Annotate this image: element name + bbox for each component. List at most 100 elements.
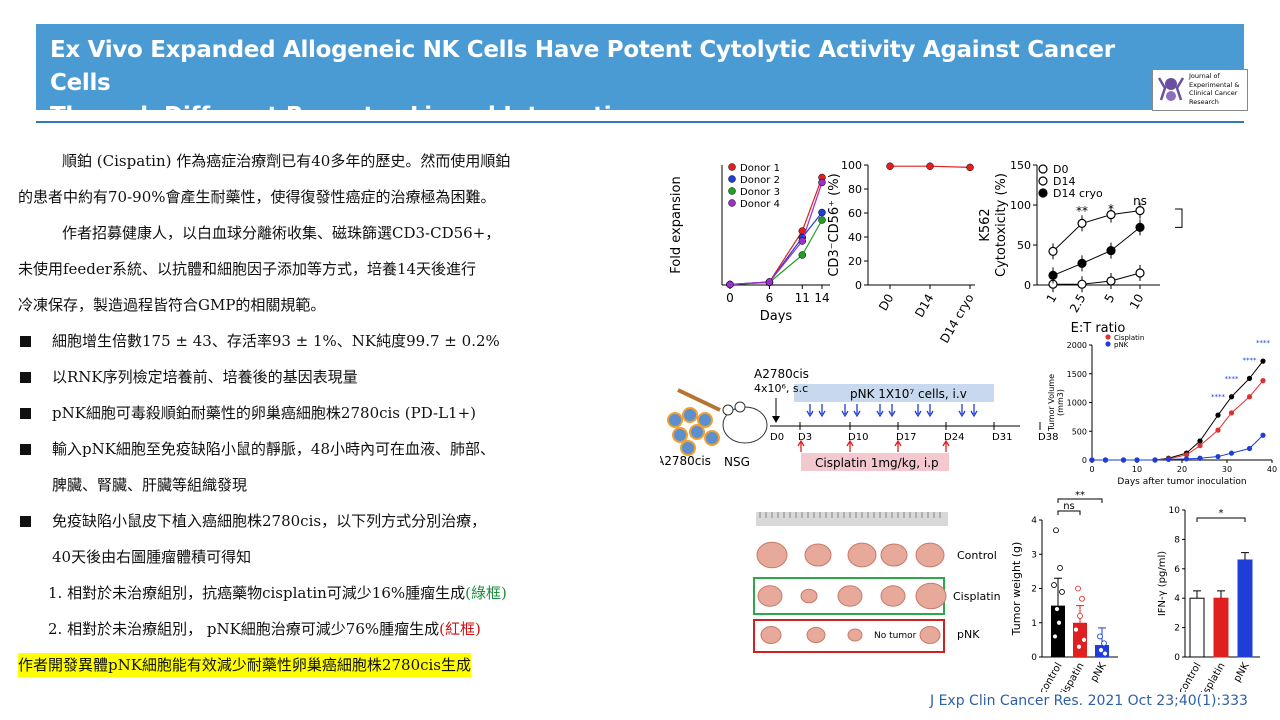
data-point bbox=[798, 237, 807, 245]
bullet-square-icon bbox=[20, 444, 31, 455]
legend-marker bbox=[728, 187, 736, 195]
injection-label: 4x10⁶, s.c bbox=[754, 382, 808, 395]
nk-arrow-head-icon bbox=[841, 410, 849, 418]
pnk-red-box bbox=[753, 619, 945, 653]
bullet-item: 以RNK序列檢定培養前、培養後的基因表現量 bbox=[18, 359, 648, 395]
tumor-sample-icon bbox=[756, 541, 788, 569]
data-point bbox=[1076, 643, 1082, 650]
tumor-sample-icon bbox=[800, 588, 818, 604]
y-axis-label: Tumor Volume bbox=[1047, 374, 1056, 432]
series-line bbox=[1092, 380, 1264, 461]
cisplatin-bar bbox=[801, 453, 949, 471]
data-point bbox=[1197, 455, 1203, 461]
tumor-sample-icon bbox=[757, 585, 783, 607]
data-point bbox=[1135, 206, 1145, 216]
tumor-sample-icon bbox=[915, 582, 947, 610]
cell-cluster-label: A2780cis bbox=[660, 454, 711, 468]
data-point bbox=[1260, 358, 1266, 364]
bullet-square-icon bbox=[20, 372, 31, 383]
para-line: 作者招募健康人，以白血球分離術收集、磁珠篩選CD3-CD56+， bbox=[62, 224, 501, 242]
x-tick-label: 6 bbox=[766, 291, 774, 305]
bullet-text: 脾臟、腎臟、肝臟等組織發現 bbox=[52, 476, 248, 494]
x-axis-label: Days bbox=[760, 309, 793, 324]
x-tick-label: 40 bbox=[1267, 465, 1277, 474]
mouse-ear-icon bbox=[734, 401, 746, 413]
mouse-strain-label: NSG bbox=[724, 455, 750, 469]
nk-arrow-head-icon bbox=[958, 410, 966, 418]
tumor-sample-icon bbox=[847, 628, 863, 642]
data-point bbox=[1097, 633, 1103, 640]
bar bbox=[1237, 559, 1253, 658]
journal-line: Research bbox=[1189, 97, 1219, 106]
data-point bbox=[1197, 443, 1203, 449]
data-point bbox=[1079, 595, 1085, 602]
journal-logo-icon bbox=[1155, 72, 1187, 107]
tumor-cell-icon bbox=[682, 407, 698, 423]
cis-arrow-head-icon bbox=[942, 439, 950, 447]
significance-label: * bbox=[1219, 508, 1224, 519]
y-tick-label: 0 bbox=[1031, 653, 1037, 663]
y-tick-label: 0 bbox=[1082, 456, 1087, 465]
data-point bbox=[1135, 222, 1145, 232]
data-point bbox=[1215, 427, 1221, 433]
y-tick-label: 0 bbox=[1174, 653, 1180, 663]
significance-label: **** bbox=[1256, 339, 1271, 347]
data-point bbox=[765, 278, 774, 286]
data-point bbox=[1052, 633, 1058, 640]
series-line bbox=[1053, 272, 1141, 285]
legend-label: Cisplatin bbox=[1114, 334, 1144, 342]
bullet-square-icon bbox=[20, 408, 31, 419]
data-point bbox=[1215, 412, 1221, 418]
body-text: 順鉑 (Cispatin) 作為癌症治療劑已有40多年的歷史。然而使用順鉑 的患… bbox=[18, 143, 648, 677]
x-tick-label: 2.5 bbox=[1067, 292, 1089, 316]
bullet-text: 細胞增生倍數175 ± 43、存活率93 ± 1%、NK純度99.7 ± 0.2… bbox=[52, 332, 500, 350]
y-tick-label: 4 bbox=[1031, 516, 1037, 526]
data-point bbox=[1152, 457, 1158, 463]
data-point bbox=[886, 162, 894, 170]
significance-label: ** bbox=[1075, 490, 1085, 501]
nk-arrow-head-icon bbox=[876, 410, 884, 418]
data-point bbox=[1077, 279, 1087, 289]
green-box-tag: (綠框) bbox=[465, 584, 507, 602]
y-tick-label: 2 bbox=[1031, 585, 1037, 595]
y-tick-label: 150 bbox=[1010, 159, 1031, 172]
y-axis-label: Fold expansion bbox=[669, 176, 684, 273]
bar bbox=[1051, 605, 1065, 657]
data-point bbox=[1183, 452, 1190, 458]
para-line: 順鉑 (Cispatin) 作為癌症治療劑已有40多年的歷史。然而使用順鉑 bbox=[62, 152, 511, 170]
tumor-cell-icon bbox=[704, 430, 720, 446]
legend-marker bbox=[1038, 164, 1048, 174]
cis-arrow-head-icon bbox=[797, 439, 805, 447]
data-point bbox=[1246, 394, 1253, 400]
journal-line: Journal of bbox=[1189, 72, 1220, 80]
tumor-cell-icon bbox=[680, 440, 696, 456]
data-point bbox=[1120, 457, 1127, 463]
cis-arrow-head-icon bbox=[846, 439, 854, 447]
citation: J Exp Clin Cancer Res. 2021 Oct 23;40(1)… bbox=[930, 693, 1248, 709]
data-point bbox=[1197, 438, 1203, 444]
row-label: pNK bbox=[957, 628, 980, 641]
data-point bbox=[1053, 527, 1059, 534]
x-tick-label: control bbox=[1177, 661, 1204, 692]
y-tick-label: 10 bbox=[1169, 506, 1181, 516]
syringe-icon bbox=[677, 388, 721, 412]
data-point bbox=[1054, 606, 1060, 612]
legend-label: D0 bbox=[1053, 163, 1068, 176]
data-point bbox=[1051, 582, 1057, 588]
legend-label: D14 bbox=[1053, 175, 1075, 188]
x-tick-label: 0 bbox=[1089, 465, 1094, 474]
tumor-sample-icon bbox=[804, 543, 832, 567]
significance-label: **** bbox=[1211, 393, 1226, 401]
x-tick-label: D0 bbox=[876, 292, 897, 314]
significance-label: **** bbox=[1243, 356, 1258, 364]
x-tick-label: 30 bbox=[1222, 465, 1232, 474]
row-label: Control bbox=[957, 549, 997, 562]
data-point bbox=[1135, 268, 1145, 278]
tumor-sample-icon bbox=[847, 542, 877, 568]
data-point bbox=[1075, 585, 1081, 592]
series-line bbox=[1092, 434, 1264, 461]
